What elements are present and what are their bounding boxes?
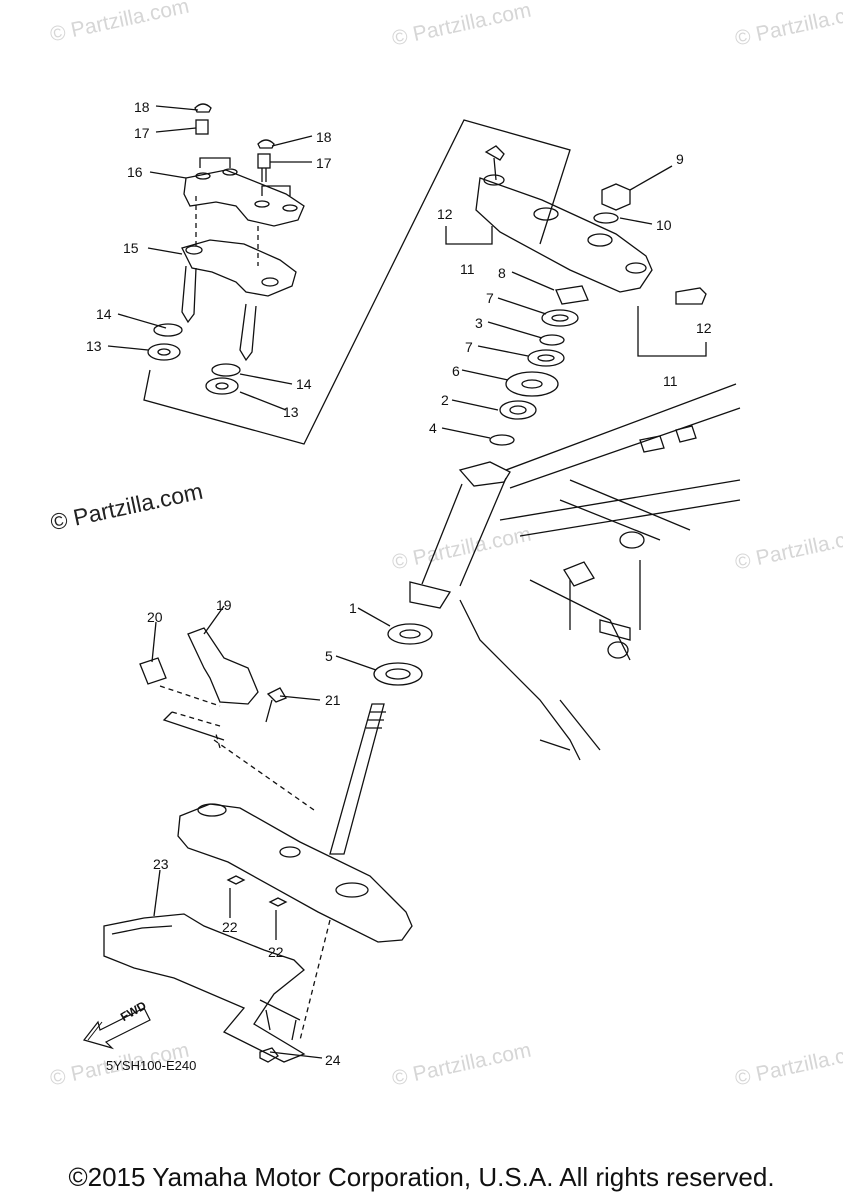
bolt-17a [195, 119, 209, 135]
callout-label: 12 [696, 320, 712, 336]
callout-label: 16 [127, 164, 143, 180]
callout-label: 24 [325, 1052, 341, 1068]
cover-6 [505, 371, 559, 397]
callout-label: 2 [441, 392, 449, 408]
callout-label: 1 [349, 600, 357, 616]
callout-label: 10 [656, 217, 672, 233]
callout-label: 11 [460, 261, 475, 277]
bolt-12 [675, 287, 707, 305]
cable-holder-19 [187, 627, 259, 705]
callout-label: 5 [325, 648, 333, 664]
race-4 [489, 434, 515, 446]
lock-washer-8 [555, 285, 589, 305]
callout-label: 4 [429, 420, 437, 436]
callout-label: 17 [134, 125, 150, 141]
bolt-24 [259, 1047, 279, 1063]
fwd-arrow-icon [82, 1007, 151, 1050]
callout-label: 20 [147, 609, 163, 625]
nut-9 [601, 183, 631, 211]
upper-bracket-11 [475, 177, 653, 293]
washer-14b [211, 363, 241, 377]
callout-label: 8 [498, 265, 506, 281]
washer-14a [153, 323, 183, 337]
bearing-2 [499, 400, 537, 420]
ring-nut-7b [527, 349, 565, 367]
callout-label: 17 [316, 155, 332, 171]
callout-label: 23 [153, 856, 169, 872]
damper-20 [139, 657, 167, 685]
damper-13a [147, 343, 181, 361]
callout-label: 7 [486, 290, 494, 306]
under-bracket [177, 803, 413, 943]
bearing-1 [387, 623, 433, 645]
ring-nut-7a [541, 309, 579, 327]
callout-label: 18 [134, 99, 150, 115]
callout-label: 18 [316, 129, 332, 145]
callout-label: 11 [663, 373, 678, 389]
upper-holder-16 [183, 169, 305, 227]
bolt-17b [257, 153, 271, 169]
callout-label: 9 [676, 151, 684, 167]
bolt-21 [265, 687, 287, 723]
steering-head [458, 461, 511, 487]
copyright-notice: ©2015 Yamaha Motor Corporation, U.S.A. A… [68, 1162, 775, 1192]
callout-label: 6 [452, 363, 460, 379]
callout-label: 21 [325, 692, 341, 708]
callout-label: 7 [465, 339, 473, 355]
callout-label: 22 [222, 919, 238, 935]
diagram-code: 5YSH100-E240 [106, 1058, 197, 1073]
callout-label: 13 [86, 338, 102, 354]
callout-label: 22 [268, 944, 284, 960]
bolt-head-18a [194, 103, 212, 113]
callout-label: 14 [296, 376, 312, 392]
callout-label: 12 [437, 206, 453, 222]
callout-label: 14 [96, 306, 112, 322]
washer-10 [593, 212, 619, 224]
washer-3 [539, 334, 565, 346]
hose-guide-23 [103, 913, 306, 1063]
holder-bracket-line [143, 119, 571, 445]
clip-22 [226, 875, 288, 907]
callout-label: 13 [283, 404, 299, 420]
callout-label: 19 [216, 597, 232, 613]
seal-5 [373, 662, 423, 686]
lower-holder-15 [181, 239, 297, 297]
bolt-head-18b [257, 139, 275, 149]
callout-label: 15 [123, 240, 139, 256]
damper-13b [205, 377, 239, 395]
callout-label: 3 [475, 315, 483, 331]
steering-stem [329, 703, 385, 855]
